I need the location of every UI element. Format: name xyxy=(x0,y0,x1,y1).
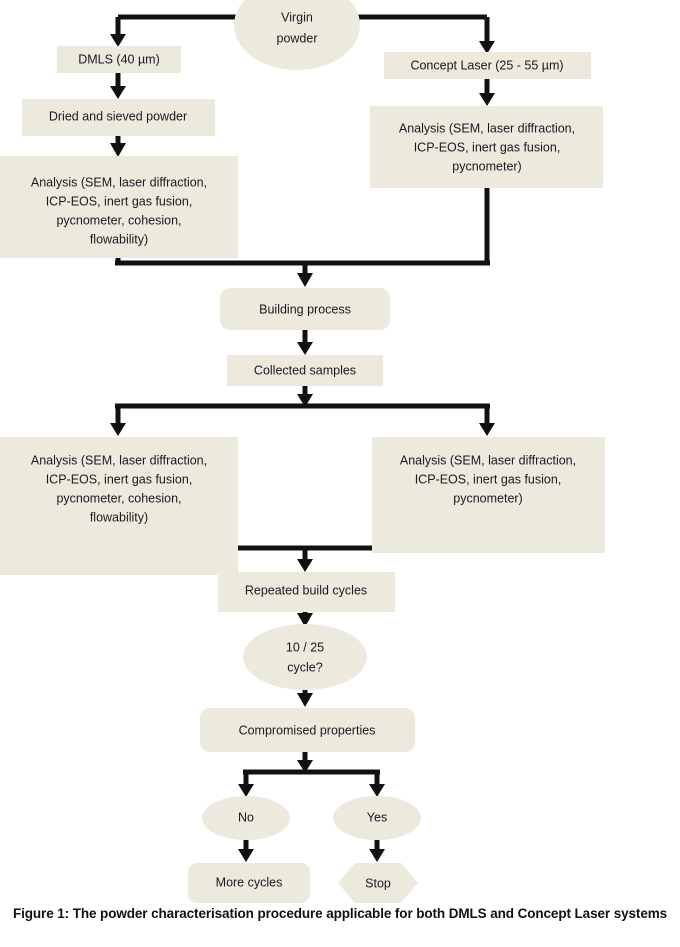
analysis-dmls-powder-line-1: Analysis (SEM, laser diffraction, xyxy=(31,175,207,189)
arrowhead-concept-to-analysis xyxy=(479,93,495,106)
node-cycle-decision[interactable]: 10 / 25 cycle? xyxy=(243,624,367,690)
analysis-dmls-sample-line-2: ICP-EOS, inert gas fusion, xyxy=(46,472,193,486)
concept-laser-label: Concept Laser (25 - 55 µm) xyxy=(410,58,563,72)
flowchart-container: Virgin powder DMLS (40 µm) Concept Laser… xyxy=(0,0,605,903)
connector-layer xyxy=(110,14,495,862)
stop-hexagon xyxy=(338,863,418,903)
node-more-cycles[interactable]: More cycles xyxy=(188,863,310,903)
answer-no-label: No xyxy=(238,810,254,824)
analysis-dmls-sample-line-4: flowability) xyxy=(90,510,148,524)
analysis-cl-powder-rect xyxy=(370,106,603,188)
analysis-dmls-sample-line-1: Analysis (SEM, laser diffraction, xyxy=(31,453,207,467)
arrowhead-decision-to-compromised xyxy=(297,693,313,707)
analysis-cl-sample-line-2: ICP-EOS, inert gas fusion, xyxy=(415,472,562,486)
arrowhead-virgin-to-concept-laser xyxy=(479,41,495,54)
analysis-cl-powder-line-2: ICP-EOS, inert gas fusion, xyxy=(414,140,561,154)
arrowhead-building-to-collected xyxy=(297,342,313,355)
arrowhead-merge-to-building xyxy=(297,273,313,287)
arrowhead-repeated-to-decision xyxy=(297,613,313,627)
answer-yes-label: Yes xyxy=(367,810,387,824)
cycle-decision-ellipse xyxy=(243,624,367,690)
figure-caption: Figure 1: The powder characterisation pr… xyxy=(12,906,668,921)
answer-no-ellipse xyxy=(202,796,290,840)
dmls-rect xyxy=(57,46,181,73)
node-analysis-cl-powder[interactable]: Analysis (SEM, laser diffraction, ICP-EO… xyxy=(370,106,603,188)
building-process-label: Building process xyxy=(259,302,351,316)
analysis-dmls-sample-rect xyxy=(0,437,238,575)
arrowhead-collected-down xyxy=(297,394,313,407)
stop-label: Stop xyxy=(365,876,391,890)
cycle-decision-line-1: 10 / 25 xyxy=(286,640,324,654)
node-answer-no[interactable]: No xyxy=(202,796,290,840)
analysis-dmls-powder-rect xyxy=(0,156,238,258)
building-process-rect xyxy=(220,288,390,330)
arrowhead-split-to-right-analysis xyxy=(479,423,495,436)
collected-samples-label: Collected samples xyxy=(254,363,356,377)
arrowhead-split-to-yes xyxy=(369,784,385,797)
compromised-properties-label: Compromised properties xyxy=(239,723,376,737)
node-analysis-cl-sample[interactable]: Analysis (SEM, laser diffraction, ICP-EO… xyxy=(372,437,605,553)
virgin-powder-label-line-1: Virgin xyxy=(281,10,313,24)
arrowhead-dried-to-analysis xyxy=(110,143,126,157)
virgin-powder-ellipse xyxy=(234,0,360,70)
arrowhead-merge-to-repeated xyxy=(297,559,313,572)
compromised-properties-rect xyxy=(200,708,415,752)
dmls-label: DMLS (40 µm) xyxy=(78,52,160,66)
cycle-decision-line-2: cycle? xyxy=(287,660,322,674)
analysis-cl-powder-line-1: Analysis (SEM, laser diffraction, xyxy=(399,121,575,135)
arrowhead-yes-to-stop xyxy=(369,849,385,862)
arrowhead-split-to-no xyxy=(238,784,254,797)
node-analysis-dmls-powder[interactable]: Analysis (SEM, laser diffraction, ICP-EO… xyxy=(0,156,238,258)
analysis-dmls-powder-line-2: ICP-EOS, inert gas fusion, xyxy=(46,194,193,208)
node-collected-samples[interactable]: Collected samples xyxy=(227,355,383,386)
dried-sieved-rect xyxy=(22,99,215,136)
arrowhead-no-to-more-cycles xyxy=(238,849,254,862)
node-compromised-properties[interactable]: Compromised properties xyxy=(200,708,415,752)
analysis-cl-sample-rect xyxy=(372,437,605,553)
repeated-build-cycles-label: Repeated build cycles xyxy=(245,583,367,597)
arrowhead-compromised-down xyxy=(297,760,313,773)
node-stop[interactable]: Stop xyxy=(338,863,418,903)
node-virgin-powder[interactable]: Virgin powder xyxy=(234,0,360,70)
node-analysis-dmls-sample[interactable]: Analysis (SEM, laser diffraction, ICP-EO… xyxy=(0,437,238,575)
node-concept-laser[interactable]: Concept Laser (25 - 55 µm) xyxy=(384,52,591,79)
analysis-dmls-powder-line-4: flowability) xyxy=(90,232,148,246)
node-repeated-build-cycles[interactable]: Repeated build cycles xyxy=(218,572,395,612)
repeated-build-cycles-rect xyxy=(218,572,395,612)
node-dried-sieved-powder[interactable]: Dried and sieved powder xyxy=(22,99,215,136)
more-cycles-label: More cycles xyxy=(216,875,283,889)
more-cycles-rect xyxy=(188,863,310,903)
analysis-cl-powder-line-3: pycnometer) xyxy=(452,159,521,173)
flowchart-svg: Virgin powder DMLS (40 µm) Concept Laser… xyxy=(0,0,605,903)
analysis-cl-sample-line-3: pycnometer) xyxy=(453,491,522,505)
analysis-cl-sample-line-1: Analysis (SEM, laser diffraction, xyxy=(400,453,576,467)
arrowhead-split-to-left-analysis xyxy=(110,423,126,436)
analysis-dmls-powder-line-3: pycnometer, cohesion, xyxy=(56,213,181,227)
collected-samples-rect xyxy=(227,355,383,386)
analysis-dmls-sample-line-3: pycnometer, cohesion, xyxy=(56,491,181,505)
concept-laser-rect xyxy=(384,52,591,79)
dried-sieved-label: Dried and sieved powder xyxy=(49,109,187,123)
answer-yes-ellipse xyxy=(333,796,421,840)
node-building-process[interactable]: Building process xyxy=(220,288,390,330)
virgin-powder-label-line-2: powder xyxy=(277,31,318,45)
arrowhead-dmls-to-dried xyxy=(110,86,126,99)
node-dmls[interactable]: DMLS (40 µm) xyxy=(57,46,181,73)
arrowhead-virgin-to-dmls xyxy=(110,34,126,47)
node-answer-yes[interactable]: Yes xyxy=(333,796,421,840)
